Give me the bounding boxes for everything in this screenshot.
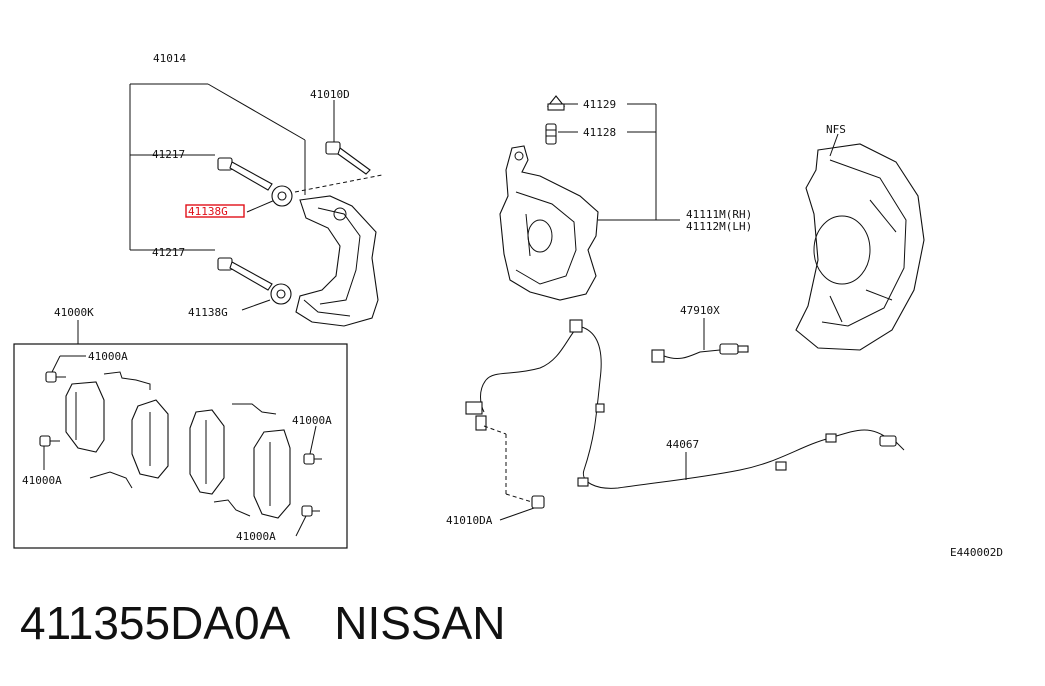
washer-41138g-top[interactable] [271,185,293,207]
part-caption: 411355DA0A NISSAN [20,596,506,650]
bolt-41010d[interactable] [325,100,371,175]
leader-lines-pad-kit [43,355,317,537]
bleeder-cap-41129[interactable] [546,95,566,111]
washer-41138g-bottom[interactable] [270,283,292,305]
label-41138g-highlighted[interactable]: 41138G [188,205,228,218]
label-41010da[interactable]: 41010DA [446,514,493,527]
label-41000a-3[interactable]: 41000A [292,414,332,427]
label-41000a-2[interactable]: 41000A [22,474,62,487]
brand-name: NISSAN [334,597,506,649]
label-41000a-1[interactable]: 41000A [88,350,128,363]
caliper-support-bracket[interactable] [295,195,379,327]
label-41000k[interactable]: 41000K [54,306,94,319]
label-41138g[interactable]: 41138G [188,306,228,319]
brake-dust-shield[interactable] [795,133,925,351]
label-41112m-lh[interactable]: 41112M(LH) [686,220,752,233]
label-41000a-4[interactable]: 41000A [236,530,276,543]
label-47910x[interactable]: 47910X [680,304,720,317]
diagram-code: E440002D [950,546,1003,559]
highlight-box [185,204,245,218]
brake-pad-set[interactable] [65,381,291,519]
brake-caliper-body[interactable] [499,145,599,301]
bolt-41010da[interactable] [483,425,545,521]
label-41014[interactable]: 41014 [153,52,186,65]
bolt-41217-bottom[interactable] [217,257,273,291]
bleeder-screw-41128[interactable] [545,123,557,145]
brake-pad-kit-box [13,320,348,549]
bolt-41217-top[interactable] [217,157,273,191]
part-number: 411355DA0A [20,597,291,649]
label-41128[interactable]: 41128 [583,126,616,139]
pad-bolts[interactable] [39,371,322,517]
leader-lines-caliper-bracket [129,83,383,311]
leader-lines-caliper [558,103,680,221]
abs-sensor-harness[interactable] [465,319,905,489]
label-41217-bottom[interactable]: 41217 [152,246,185,259]
pad-clips[interactable] [89,371,277,517]
label-nfs[interactable]: NFS [826,123,846,136]
pad-wear-sensor[interactable] [651,318,749,363]
label-41111m-rh[interactable]: 41111M(RH) [686,208,752,221]
label-41129[interactable]: 41129 [583,98,616,111]
label-44067[interactable]: 44067 [666,438,699,451]
label-41010d[interactable]: 41010D [310,88,350,101]
label-41217-top[interactable]: 41217 [152,148,185,161]
